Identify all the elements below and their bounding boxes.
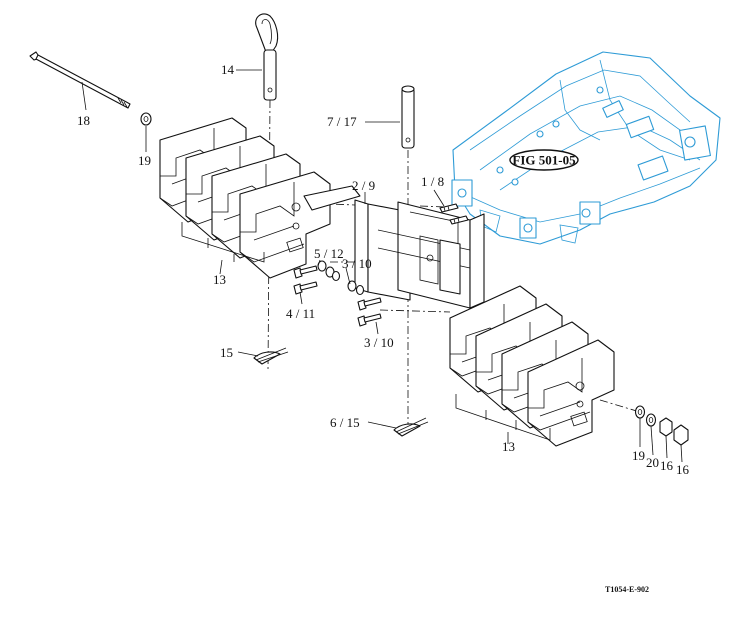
- bolts-4-11: [293, 265, 318, 295]
- reference-ellipse: [509, 149, 579, 171]
- callout-19-right: 19: [632, 448, 645, 463]
- callout-13-left: 13: [213, 272, 226, 287]
- lift-pin-14: [255, 13, 279, 101]
- figure-reference: FIG 501-05: [512, 153, 576, 168]
- callout-3-10-lower: 3 / 10: [364, 335, 394, 350]
- washers-3-10-upper: [347, 280, 365, 296]
- tractor-front-frame: FIG 501-05: [451, 51, 721, 245]
- weight-stack-left: [159, 117, 361, 279]
- bolts-3-10-lower: [357, 297, 382, 327]
- callout-19-left: 19: [138, 153, 151, 168]
- callout-1-8: 1 / 8: [421, 174, 444, 189]
- callout-labels: 14 18 19 7 / 17 2 / 9 1 / 8 5 / 12 3 / 1…: [77, 62, 690, 477]
- callout-18: 18: [77, 113, 90, 128]
- callout-13-right: 13: [502, 439, 515, 454]
- leader-lines: [81, 69, 683, 463]
- callout-14: 14: [221, 62, 235, 77]
- callout-2-9: 2 / 9: [352, 178, 375, 193]
- callout-5-12: 5 / 12: [314, 246, 344, 261]
- washer-19-right: [634, 405, 646, 419]
- nut-16-a: [659, 417, 673, 437]
- weight-bracket-2-9: [354, 199, 485, 309]
- callout-15: 15: [220, 345, 233, 360]
- washer-20: [645, 413, 657, 427]
- callout-6-15: 6 / 15: [330, 415, 360, 430]
- callout-16-a: 16: [660, 458, 674, 473]
- lift-pin-7-17: [401, 85, 415, 149]
- callout-20: 20: [646, 455, 659, 470]
- washers-5-12: [317, 260, 341, 282]
- nut-16-b: [673, 424, 689, 446]
- tie-rod-18: [29, 51, 131, 109]
- lynch-clip-15: [253, 347, 289, 365]
- washer-19-left: [140, 112, 152, 126]
- lynch-clip-6-15: [393, 417, 429, 437]
- callout-4-11: 4 / 11: [286, 306, 315, 321]
- callout-3-10-upper: 3 / 10: [342, 256, 372, 271]
- studs-1-8: [439, 203, 469, 225]
- weight-stack-right: [449, 285, 615, 447]
- drawing-code: T1054-E-902: [605, 585, 649, 594]
- callout-16-b: 16: [676, 462, 690, 477]
- callout-7-17: 7 / 17: [327, 114, 357, 129]
